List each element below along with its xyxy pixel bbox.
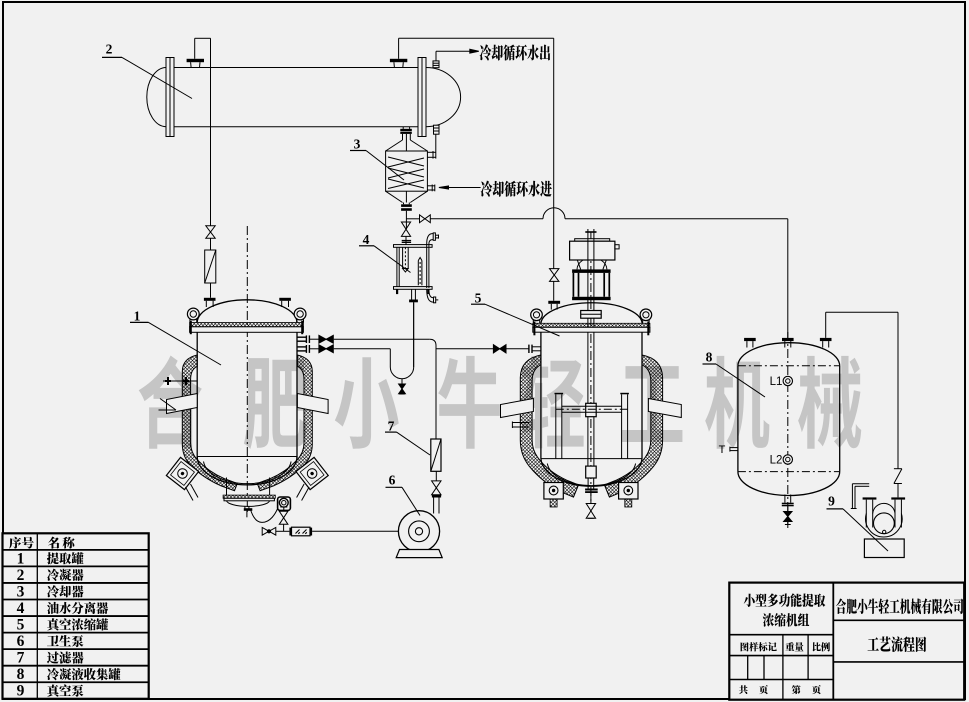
svg-text:8: 8 [17,666,25,683]
svg-text:2: 2 [106,42,113,57]
svg-text:9: 9 [17,683,25,700]
svg-text:6: 6 [389,473,396,488]
svg-text:4: 4 [17,600,25,617]
svg-text:2: 2 [17,567,25,584]
svg-text:5: 5 [17,617,25,634]
svg-text:7: 7 [388,418,395,433]
svg-text:L1: L1 [770,376,783,388]
svg-text:1: 1 [134,308,141,323]
svg-text:4: 4 [363,232,370,247]
svg-text:5: 5 [475,291,482,306]
svg-text:9: 9 [828,494,835,509]
svg-text:6: 6 [17,633,25,650]
svg-text:3: 3 [354,137,361,152]
svg-text:1: 1 [17,550,25,567]
svg-text:T: T [719,444,726,456]
svg-text:7: 7 [17,650,25,667]
svg-text:3: 3 [17,583,25,600]
svg-text:8: 8 [706,350,713,365]
svg-text:L2: L2 [770,455,783,467]
